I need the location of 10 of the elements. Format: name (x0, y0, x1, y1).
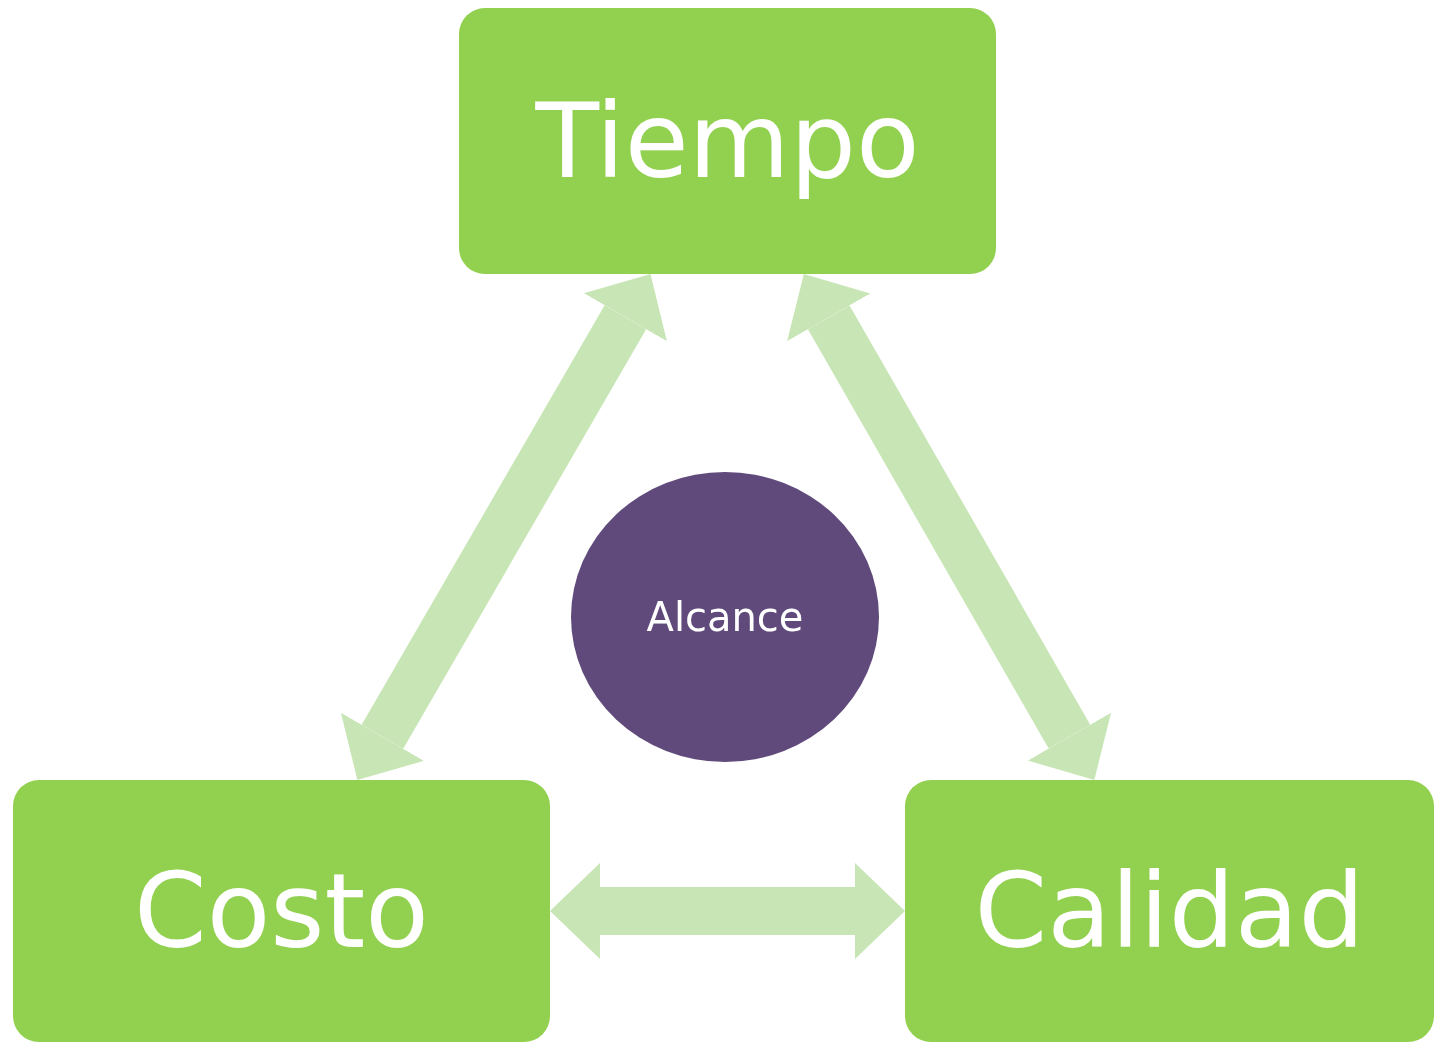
process-box (459, 8, 996, 274)
node-label: Costo (134, 853, 429, 969)
process-box (13, 780, 550, 1042)
node-label: Calidad (974, 853, 1365, 969)
process-box (905, 780, 1434, 1042)
node-label: Tiempo (535, 83, 920, 199)
double-arrow (787, 274, 1112, 780)
double-arrow (340, 274, 667, 780)
double-arrow (550, 863, 905, 959)
node-label: Alcance (646, 595, 804, 639)
